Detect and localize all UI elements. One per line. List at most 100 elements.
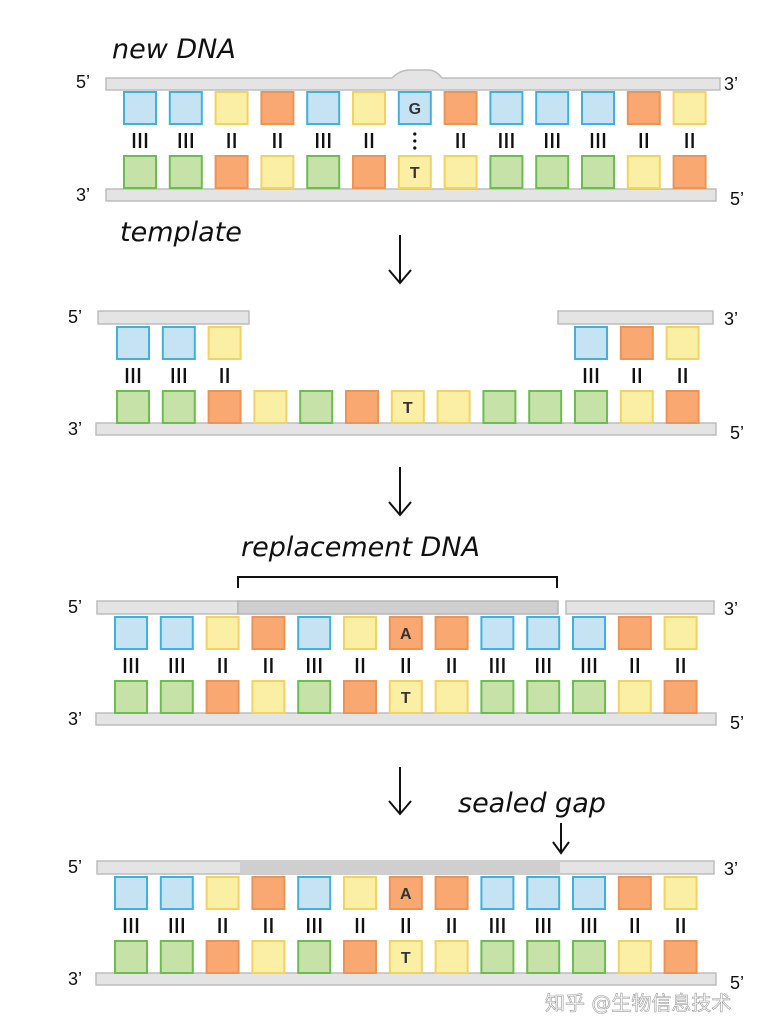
top-base: [663, 616, 698, 650]
top-base: [617, 616, 652, 650]
bottom-base: [251, 940, 286, 974]
top-base: [388, 616, 423, 650]
bottom-base: [306, 155, 341, 189]
bottom-base: [528, 390, 563, 424]
top-base: [434, 616, 469, 650]
hydrogen-bond-line: [589, 368, 593, 383]
bottom-base-letter: T: [401, 950, 411, 967]
top-base: [443, 91, 478, 125]
arrow-down-icon: [388, 467, 412, 517]
panels: 5’3’3’5’GT5’3’3’5’T5’3’3’5’AT5’3’3’5’AT: [68, 69, 744, 993]
bottom-base: [574, 390, 608, 424]
end-label-3prime-top: 3’: [724, 859, 738, 879]
top-base: [480, 876, 515, 910]
end-label-3prime-top: 3’: [724, 599, 738, 619]
label-new-dna: new DNA: [112, 34, 236, 65]
hydrogen-bond-line: [595, 368, 599, 383]
hydrogen-bond-line: [181, 918, 184, 933]
top-base: [619, 326, 654, 360]
top-base: [214, 91, 249, 125]
hydrogen-bond-line: [135, 658, 139, 673]
hydrogen-bond-line: [456, 133, 459, 148]
bottom-base: [526, 940, 561, 974]
bottom-base: [535, 155, 570, 189]
bottom-base: [214, 155, 249, 189]
top-base: [205, 616, 240, 650]
template-strand-backbone: [95, 712, 717, 726]
hydrogen-bond-line: [135, 918, 139, 933]
hydrogen-bond-line: [233, 133, 236, 148]
sealed-gap-arrow-icon: [552, 823, 570, 855]
hydrogen-bond-line: [630, 918, 633, 933]
hydrogen-bond-line: [171, 368, 174, 383]
hydrogen-bond-line: [502, 658, 505, 673]
top-base: [617, 876, 652, 910]
hydrogen-bond-line: [355, 658, 359, 673]
hydrogen-bond-line: [545, 133, 548, 148]
top-base: [581, 91, 615, 125]
dna-panel-sealed: 5’3’3’5’AT: [68, 857, 744, 993]
top-base: [343, 616, 377, 650]
top-base: [343, 876, 377, 910]
new-strand-backbone-right: [565, 600, 715, 615]
bottom-base: [253, 390, 288, 424]
bottom-base: [388, 940, 423, 974]
hydrogen-bond-line: [638, 368, 641, 383]
hydrogen-bond-line: [226, 368, 229, 383]
hydrogen-bond-line: [184, 133, 187, 148]
bottom-base: [489, 155, 524, 189]
top-base-letter: A: [400, 626, 412, 643]
bottom-base: [397, 155, 432, 189]
hydrogen-bond-line: [370, 133, 374, 148]
hydrogen-bond-line: [583, 368, 587, 383]
hydrogen-bond-line: [218, 918, 221, 933]
hydrogen-bond-line: [319, 658, 322, 673]
end-label-3prime-bottom: 3’: [68, 969, 82, 989]
hydrogen-bond-line: [536, 658, 539, 673]
hydrogen-bond-line: [593, 658, 597, 673]
end-label-3prime-bottom: 3’: [68, 709, 82, 729]
hydrogen-bond-line: [499, 133, 502, 148]
hydrogen-bond-line: [684, 368, 687, 383]
hydrogen-bond-line: [183, 368, 186, 383]
hydrogen-bond-line: [169, 658, 172, 673]
top-base: [535, 91, 570, 125]
hydrogen-bond-line: [490, 918, 493, 933]
hydrogen-bond-line: [279, 133, 282, 148]
bottom-base: [388, 680, 423, 714]
hydrogen-bond-line: [178, 133, 181, 148]
top-base: [297, 616, 332, 650]
top-base: [260, 91, 295, 125]
hydrogen-bond-line: [264, 918, 267, 933]
bottom-base: [665, 390, 700, 424]
end-label-5prime-top: 5’: [68, 857, 82, 877]
hydrogen-bond-line: [453, 658, 456, 673]
end-label-3prime-top: 3’: [724, 74, 738, 94]
bottom-base: [352, 155, 386, 189]
hydrogen-bond-line: [129, 918, 133, 933]
bottom-base: [626, 155, 661, 189]
template-strand-backbone: [105, 188, 717, 202]
sealed-replacement-backbone: [240, 861, 560, 874]
hydrogen-bond-line: [490, 658, 493, 673]
top-base: [388, 876, 423, 910]
bottom-base: [345, 390, 379, 424]
hydrogen-bond-line: [602, 133, 606, 148]
hydrogen-bond-line: [691, 133, 694, 148]
top-base: [114, 616, 148, 650]
bottom-base: [205, 680, 240, 714]
template-strand-backbone: [95, 972, 717, 986]
top-base: [207, 326, 242, 360]
hydrogen-bond-line: [447, 918, 450, 933]
new-strand-backbone-left: [96, 600, 239, 615]
top-base: [123, 91, 157, 125]
top-base: [663, 876, 698, 910]
bottom-base: [159, 680, 194, 714]
bottom-base: [251, 680, 286, 714]
bottom-base: [436, 390, 471, 424]
bottom-base: [205, 940, 240, 974]
bottom-base: [159, 940, 194, 974]
bottom-base: [663, 680, 698, 714]
bottom-base: [434, 940, 469, 974]
hydrogen-bond-line: [596, 133, 600, 148]
